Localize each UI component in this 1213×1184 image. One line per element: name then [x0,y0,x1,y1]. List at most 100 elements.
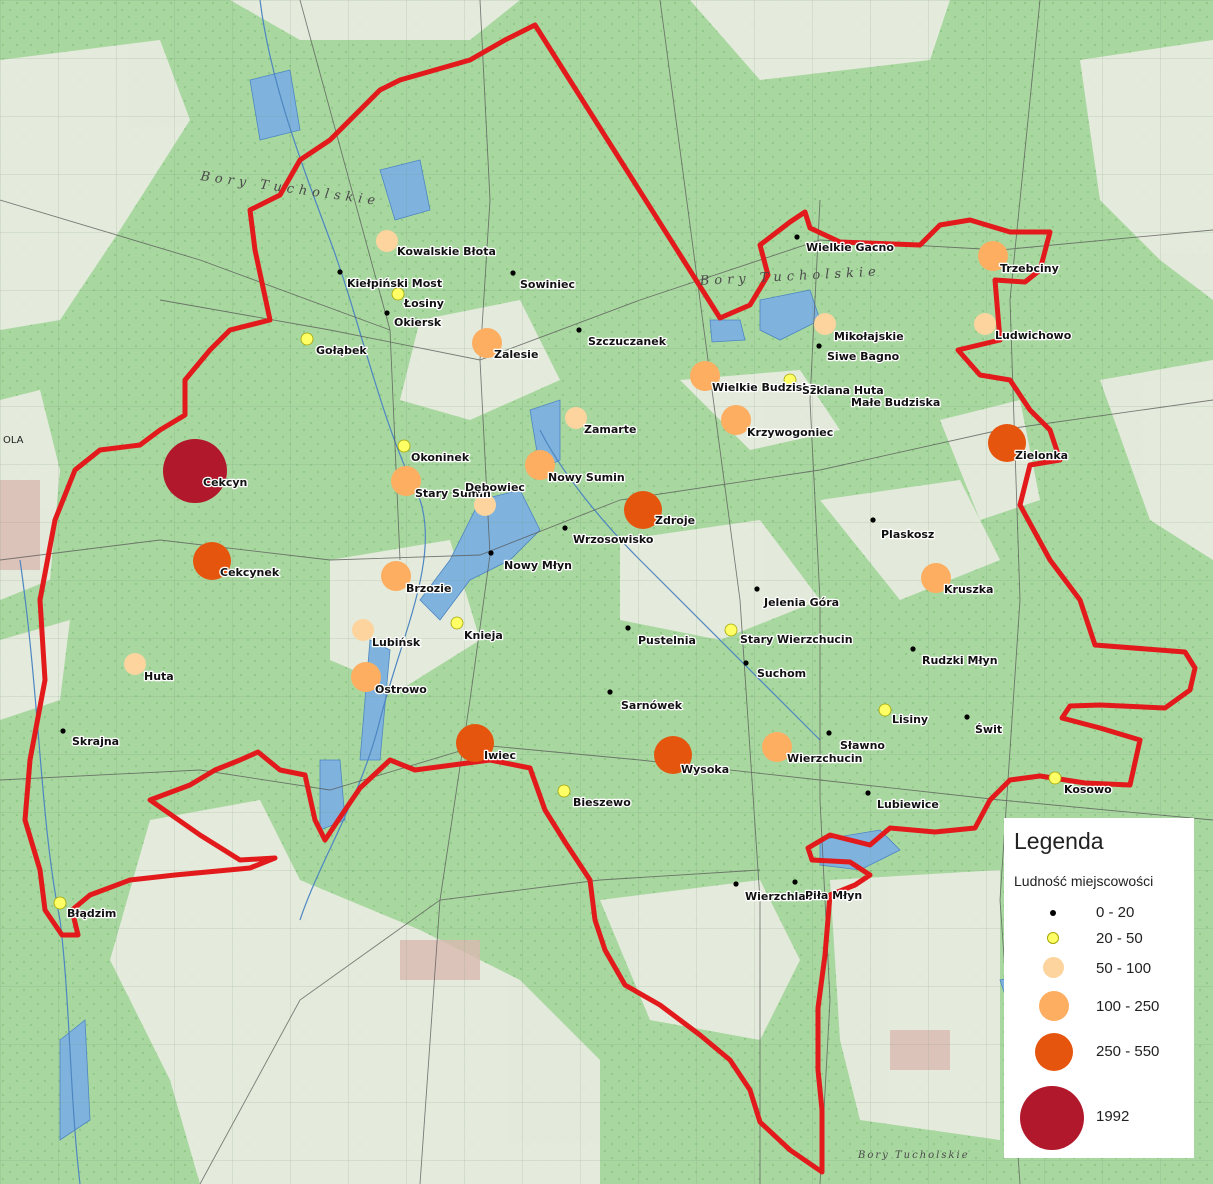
legend-item-100-250: 100 - 250 [1004,990,1194,1024]
settlement-marker-krzywogoniec[interactable] [721,405,751,435]
settlement-label-golabek: Gołąbek [316,344,367,357]
settlement-marker-wielkie-gacno[interactable] [794,234,800,240]
settlement-label-pila-mlyn: Piła Młyn [805,889,862,902]
settlement-marker-stary-wierzchucin[interactable] [724,623,738,637]
settlement-marker-okiersk[interactable] [384,310,390,316]
settlement-label-zdroje: Zdroje [655,514,695,527]
settlement-label-knieja: Knieja [464,629,503,642]
settlement-marker-golabek[interactable] [300,332,314,346]
settlement-marker-wrzosowisko[interactable] [562,525,568,531]
settlement-marker-sarnowek[interactable] [607,689,613,695]
settlement-label-brzozie: Brzozie [406,582,451,595]
legend-item-0-20: 0 - 20 [1004,903,1194,923]
settlement-label-kowalskie-blota: Kowalskie Błota [397,245,496,258]
settlement-marker-brzozie[interactable] [381,561,411,591]
settlement-marker-kielpinski-most[interactable] [337,269,343,275]
settlement-marker-okoninek[interactable] [397,439,411,453]
settlement-label-swit: Świt [975,723,1002,736]
legend-label-1992: 1992 [1096,1108,1130,1125]
settlement-label-huta: Huta [144,670,174,683]
settlement-marker-wysoka[interactable] [654,736,692,774]
legend-label-250-550: 250 - 550 [1096,1043,1160,1060]
settlement-label-kosowo: Kosowo [1064,783,1112,796]
settlement-label-trzebciny: Trzebciny [1000,262,1059,275]
settlement-marker-slawno[interactable] [826,730,832,736]
settlement-marker-nowy-sumin[interactable] [525,450,555,480]
legend-title: Legenda [1014,828,1104,854]
settlement-label-debowiec: Dębowiec [465,481,525,494]
settlement-marker-pila-mlyn[interactable] [792,879,798,885]
settlement-marker-ludwichowo[interactable] [974,313,996,335]
settlement-label-sarnowek: Sarnówek [621,699,683,712]
settlement-label-nowy-mlyn: Nowy Młyn [504,559,572,572]
settlement-marker-sowiniec[interactable] [510,270,516,276]
settlement-label-stary-sumin: Stary Sumin [415,487,491,500]
settlement-marker-stary-sumin[interactable] [391,466,421,496]
settlement-marker-wierzchlas[interactable] [733,881,739,887]
settlement-marker-wielkie-budziska[interactable] [690,361,720,391]
settlement-label-nowy-sumin: Nowy Sumin [548,471,625,484]
settlement-marker-skrajna[interactable] [60,728,66,734]
settlement-label-wierzchlas: Wierzchlas [745,890,813,903]
settlement-label-okiersk: Okiersk [394,316,442,329]
settlement-label-kruszka: Kruszka [944,583,993,596]
settlement-marker-huta[interactable] [124,653,146,675]
settlement-label-lubinsk: Lubińsk [372,636,421,649]
settlement-marker-swit[interactable] [964,714,970,720]
legend-item-250-550: 250 - 550 [1004,1033,1194,1073]
settlement-label-pustelnia: Pustelnia [638,634,696,647]
settlement-marker-losiny[interactable] [391,287,405,301]
legend-subtitle: Ludność miejscowości [1014,873,1154,889]
edge-label: OLA [3,435,24,446]
settlement-marker-jelenia-gora[interactable] [754,586,760,592]
legend-item-20-50: 20 - 50 [1004,928,1194,950]
settlement-marker-knieja[interactable] [450,616,464,630]
settlement-marker-zalesie[interactable] [472,328,502,358]
settlement-label-rudzki-mlyn: Rudzki Młyn [922,654,998,667]
legend-item-1992: 1992 [1004,1086,1194,1152]
settlement-marker-debowiec[interactable] [474,494,496,516]
settlement-marker-lubiewice[interactable] [865,790,871,796]
settlement-label-cekcyn: Cekcyn [203,476,247,489]
legend-panel: Legenda Ludność miejscowości 0 - 20 20 -… [1004,818,1194,1158]
commune-boundary [22,22,1198,1175]
settlement-marker-kosowo[interactable] [1048,771,1062,785]
settlement-marker-wierzchucin[interactable] [762,732,792,762]
settlement-marker-trzebciny[interactable] [978,241,1008,271]
legend-symbol-1992 [1020,1086,1084,1150]
settlement-marker-rudzki-mlyn[interactable] [910,646,916,652]
settlement-marker-zamarte[interactable] [565,407,587,429]
legend-symbol-20-50 [1047,932,1059,944]
settlement-label-ostrowo: Ostrowo [375,683,427,696]
settlement-marker-bieszewo[interactable] [557,784,571,798]
settlement-marker-siwe-bagno[interactable] [816,343,822,349]
settlement-label-zalesie: Zalesie [494,348,538,361]
settlement-marker-zdroje[interactable] [624,491,662,529]
settlement-marker-szklana-huta[interactable] [783,373,797,387]
settlement-marker-cekcyn[interactable] [163,439,227,503]
settlement-marker-kruszka[interactable] [921,563,951,593]
settlement-label-bladzim: Błądzim [67,907,116,920]
settlement-marker-cekcynek[interactable] [193,542,231,580]
settlement-marker-iwiec[interactable] [456,724,494,762]
settlement-marker-nowy-mlyn[interactable] [488,550,494,556]
settlement-label-wrzosowisko: Wrzosowisko [573,533,654,546]
settlement-marker-kowalskie-blota[interactable] [376,230,398,252]
settlement-label-kielpinski-most: Kiełpiński Most [347,277,442,290]
settlement-marker-zielonka[interactable] [988,424,1026,462]
legend-label-20-50: 20 - 50 [1096,930,1143,947]
settlement-label-iwiec: Iwiec [484,749,516,762]
settlement-marker-bladzim[interactable] [53,896,67,910]
settlement-marker-szczuczanek[interactable] [576,327,582,333]
settlement-marker-plaskosz[interactable] [870,517,876,523]
settlement-marker-lubinsk[interactable] [352,619,374,641]
settlement-marker-ostrowo[interactable] [351,662,381,692]
settlement-marker-pustelnia[interactable] [625,625,631,631]
settlement-marker-mikolajskie[interactable] [814,313,836,335]
settlement-label-wielkie-gacno: Wielkie Gacno [806,241,894,254]
settlement-marker-lisiny[interactable] [878,703,892,717]
settlement-label-suchom: Suchom [757,667,806,680]
settlement-marker-suchom[interactable] [743,660,749,666]
settlement-marker-male-budziska[interactable] [840,389,846,395]
